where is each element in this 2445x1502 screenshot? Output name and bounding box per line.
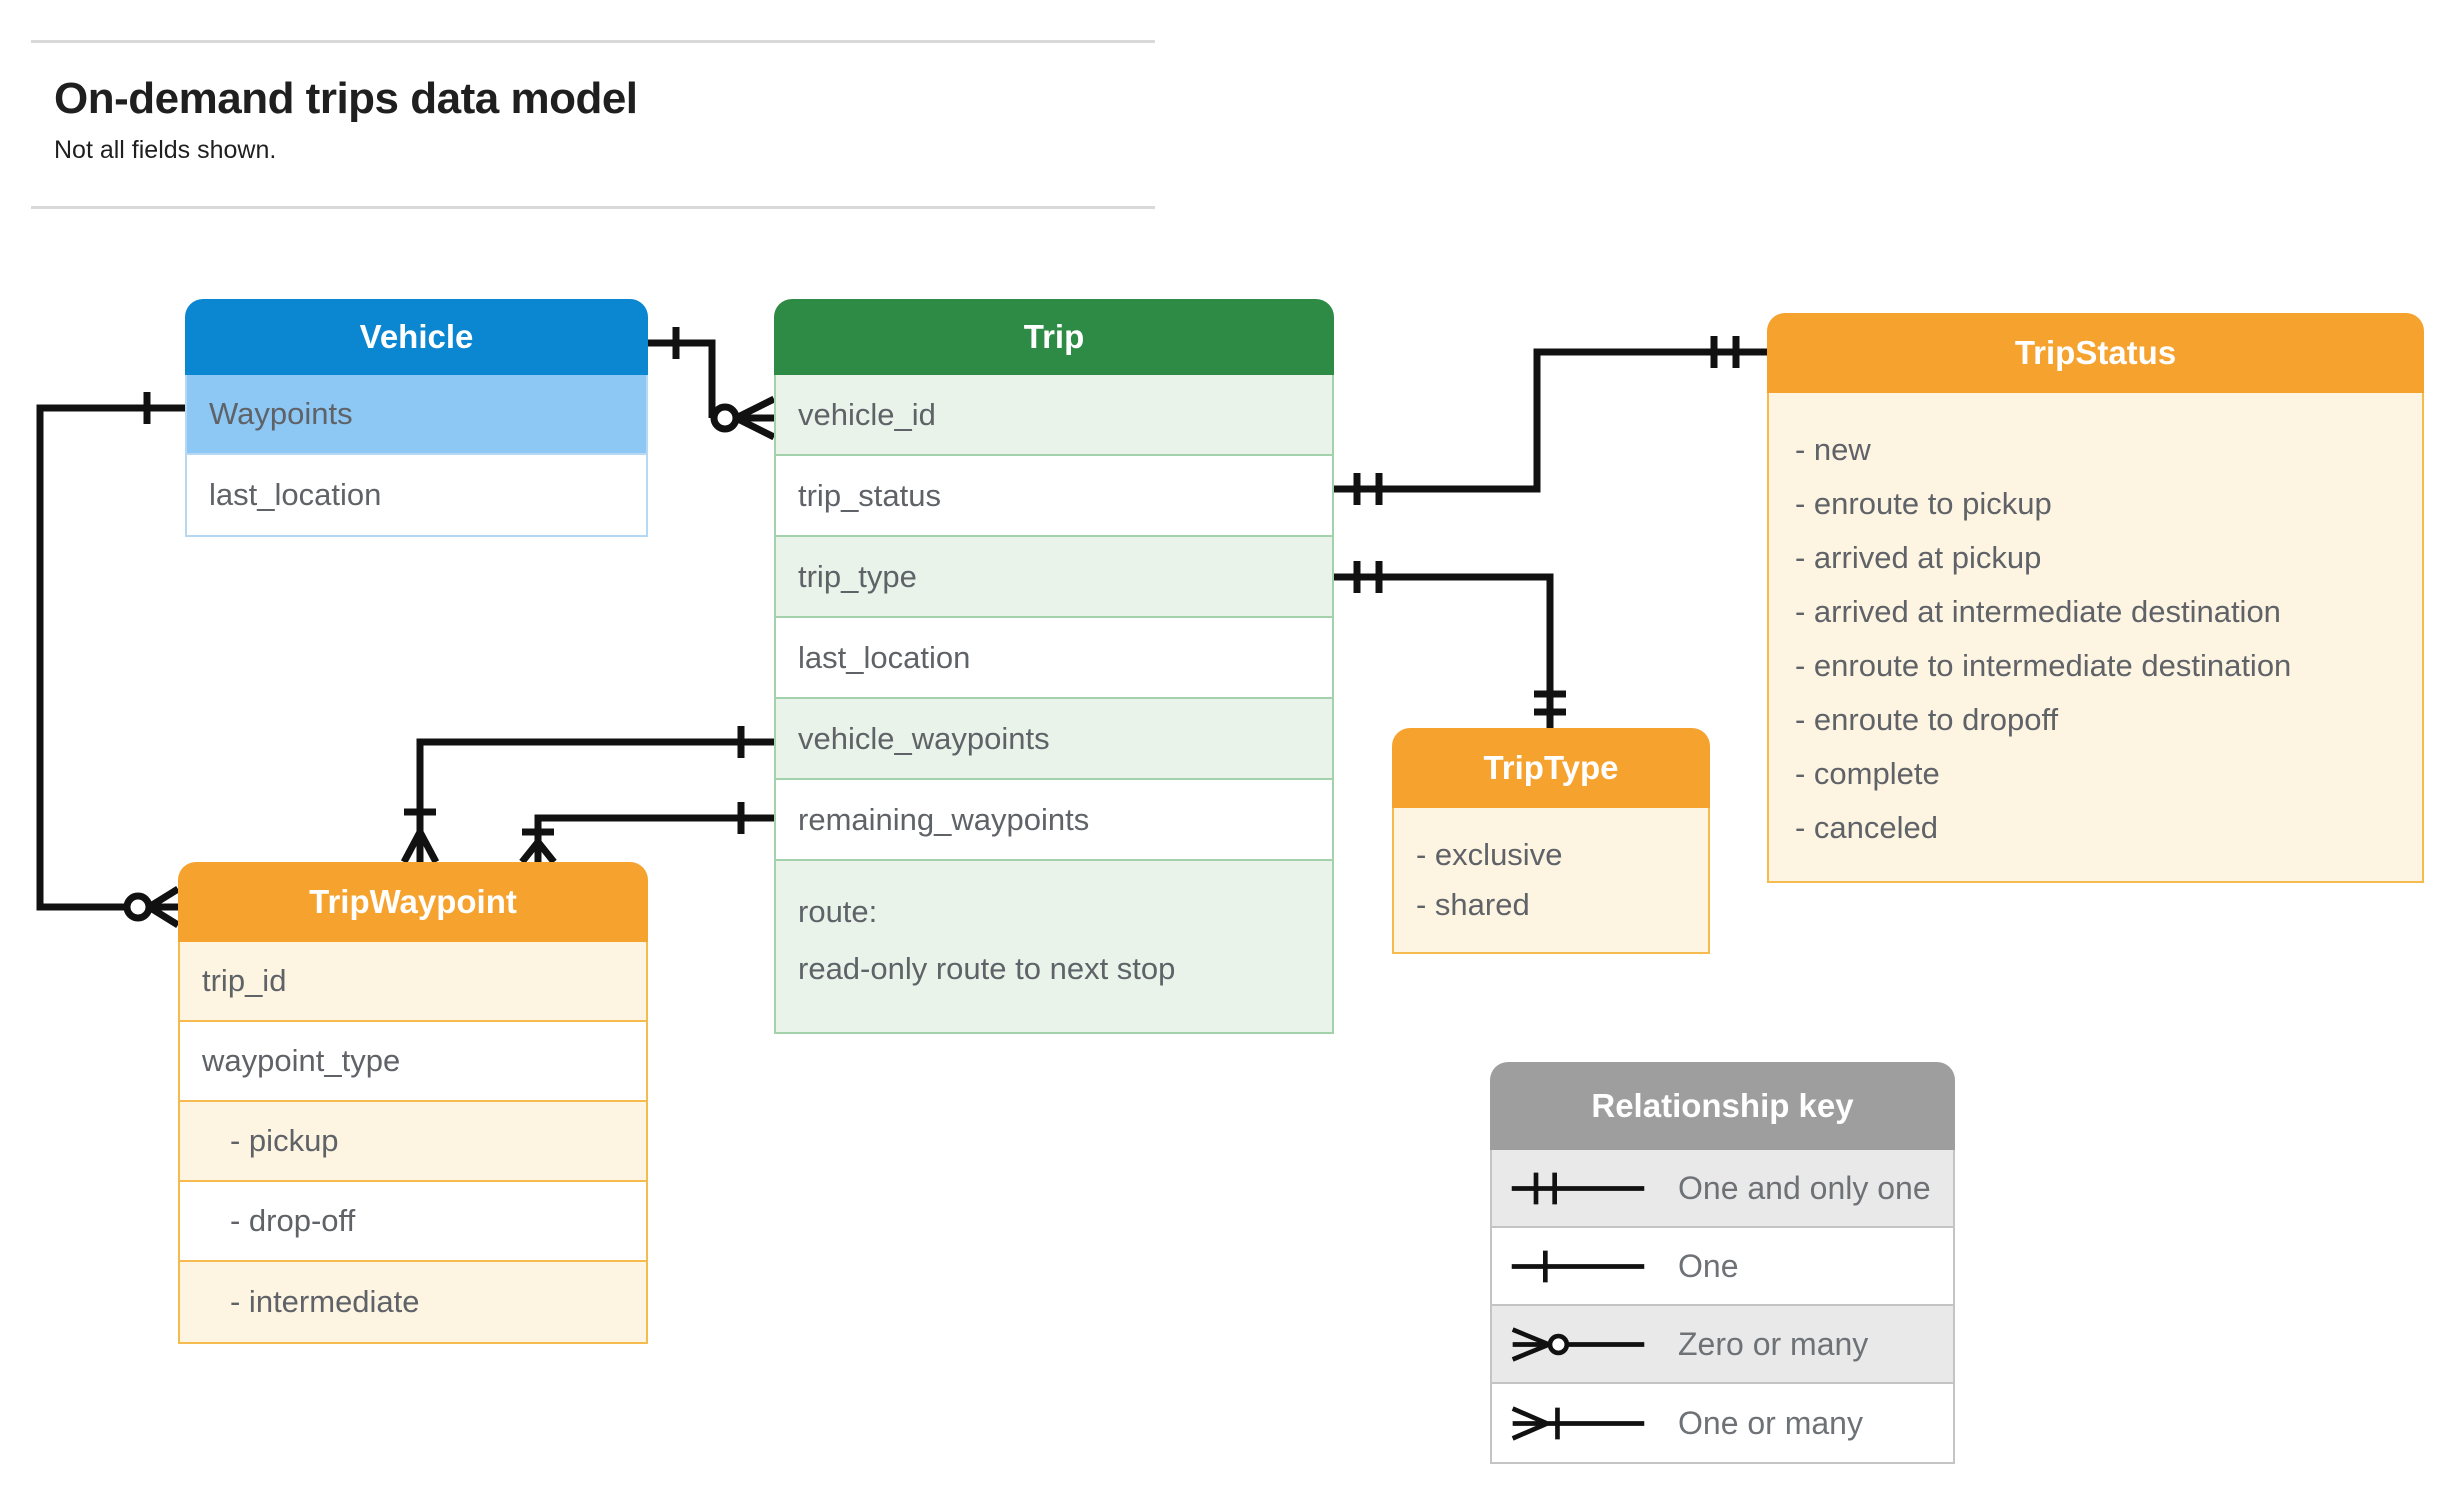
value-arrived-at-pickup: - arrived at pickup	[1795, 540, 2042, 575]
entity-tripwaypoint: TripWaypoint trip_id waypoint_type - pic…	[178, 862, 648, 1344]
entity-triptype-title: TripType	[1392, 728, 1710, 808]
value-complete: - complete	[1795, 756, 1940, 791]
entity-triptype: TripType - exclusive - shared	[1392, 728, 1710, 954]
legend-row-one-and-only-one: One and only one	[1492, 1150, 1953, 1228]
field-trip-route-description: read-only route to next stop	[798, 951, 1176, 986]
entity-tripwaypoint-title: TripWaypoint	[178, 862, 648, 942]
connector-vehicle-waypoints-to-tripwaypoint	[36, 392, 185, 928]
field-trip-vehicle-waypoints: vehicle_waypoints	[776, 699, 1332, 780]
relationship-key-title: Relationship key	[1490, 1062, 1955, 1150]
entity-tripwaypoint-body: trip_id waypoint_type - pickup - drop-of…	[178, 942, 648, 1344]
field-tripwaypoint-trip-id: trip_id	[180, 942, 646, 1022]
field-tripwaypoint-waypoint-type: waypoint_type	[180, 1022, 646, 1102]
value-drop-off: - drop-off	[180, 1182, 646, 1262]
connector-remaining-waypoints-to-tripwaypoint	[519, 802, 774, 865]
value-intermediate: - intermediate	[180, 1262, 646, 1342]
field-trip-last-location: last_location	[776, 618, 1332, 699]
page-title: On-demand trips data model	[54, 74, 638, 123]
one-and-only-one-symbol	[1511, 1172, 1645, 1204]
value-canceled: - canceled	[1795, 810, 1939, 845]
bottom-divider	[31, 206, 1155, 209]
one-or-many-symbol	[1511, 1405, 1645, 1441]
relationship-key-body: One and only one One Zero or many One or…	[1490, 1150, 1955, 1464]
top-divider	[31, 40, 1155, 43]
legend-row-zero-or-many: Zero or many	[1492, 1306, 1953, 1384]
value-arrived-at-intermediate-destination: - arrived at intermediate destination	[1795, 594, 2281, 629]
legend-label: One or many	[1678, 1404, 1863, 1441]
legend-row-one-or-many: One or many	[1492, 1384, 1953, 1462]
connector-vehicle-to-trip	[648, 327, 776, 441]
relationship-key: Relationship key One and only one One Ze…	[1490, 1062, 1955, 1464]
field-vehicle-waypoints: Waypoints	[187, 375, 646, 455]
one-symbol	[1511, 1250, 1645, 1282]
entity-triptype-body: - exclusive - shared	[1392, 808, 1710, 954]
zero-or-many-symbol	[1511, 1326, 1645, 1362]
legend-label: One	[1678, 1247, 1739, 1284]
entity-tripstatus: TripStatus - new - enroute to pickup - a…	[1767, 313, 2424, 883]
value-enroute-to-dropoff: - enroute to dropoff	[1795, 702, 2059, 737]
value-pickup: - pickup	[180, 1102, 646, 1182]
entity-vehicle-title: Vehicle	[185, 299, 648, 375]
field-trip-route: route: read-only route to next stop	[776, 861, 1332, 1032]
page-subtitle: Not all fields shown.	[54, 136, 277, 164]
entity-tripstatus-body: - new - enroute to pickup - arrived at p…	[1767, 393, 2424, 883]
entity-trip: Trip vehicle_id trip_status trip_type la…	[774, 299, 1334, 1034]
legend-label: One and only one	[1678, 1169, 1931, 1206]
field-vehicle-last-location: last_location	[209, 477, 382, 512]
connector-trip-type-to-triptype	[1334, 561, 1566, 728]
entity-trip-title: Trip	[774, 299, 1334, 375]
legend-label: Zero or many	[1678, 1325, 1869, 1362]
field-trip-route-name: route:	[798, 894, 878, 929]
field-trip-type: trip_type	[776, 537, 1332, 618]
connector-trip-status-to-tripstatus	[1334, 336, 1767, 505]
field-trip-vehicle-id: vehicle_id	[776, 375, 1332, 456]
entity-vehicle: Vehicle Waypoints last_location	[185, 299, 648, 537]
connector-vehicle-waypoints-field-to-tripwaypoint	[400, 726, 774, 864]
value-enroute-to-pickup: - enroute to pickup	[1795, 486, 2052, 521]
entity-trip-body: vehicle_id trip_status trip_type last_lo…	[774, 375, 1334, 1034]
value-enroute-to-intermediate-destination: - enroute to intermediate destination	[1795, 648, 2292, 683]
value-shared: - shared	[1416, 887, 1530, 922]
field-trip-remaining-waypoints: remaining_waypoints	[776, 780, 1332, 861]
field-trip-status: trip_status	[776, 456, 1332, 537]
value-new: - new	[1795, 432, 1871, 467]
value-exclusive: - exclusive	[1416, 837, 1563, 872]
legend-row-one: One	[1492, 1228, 1953, 1306]
entity-vehicle-body: Waypoints last_location	[185, 375, 648, 537]
entity-tripstatus-title: TripStatus	[1767, 313, 2424, 393]
